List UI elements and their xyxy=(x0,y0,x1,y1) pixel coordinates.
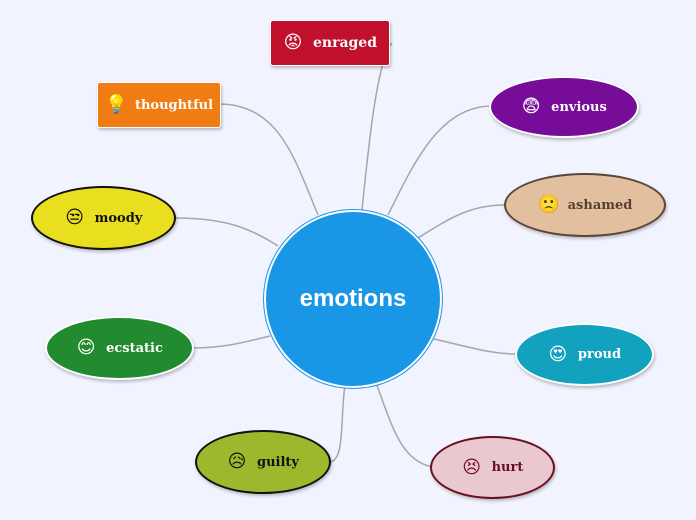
node-guilty[interactable]: 😥 guilty xyxy=(195,430,331,494)
node-label: proud xyxy=(577,347,622,362)
connector-guilty xyxy=(329,384,346,463)
node-ashamed[interactable]: 🙁 ashamed xyxy=(504,173,666,237)
sad-relieved-face-icon: 😥 xyxy=(227,451,247,472)
central-topic[interactable]: emotions xyxy=(264,210,442,388)
node-envious[interactable]: 😨 envious xyxy=(489,76,639,138)
node-label: hurt xyxy=(491,460,524,475)
connector-enraged xyxy=(361,42,393,211)
node-label: thoughtful xyxy=(134,97,214,113)
node-hurt[interactable]: 😣 hurt xyxy=(430,436,555,499)
node-label: ashamed xyxy=(567,197,633,213)
node-ecstatic[interactable]: 😊 ecstatic xyxy=(45,316,194,380)
node-moody[interactable]: 😒 moody xyxy=(31,186,176,250)
frowning-face-icon: 🙁 xyxy=(537,194,561,215)
node-label: enraged xyxy=(312,35,378,51)
node-proud[interactable]: 😍 proud xyxy=(515,323,654,386)
angry-face-icon: 😡 xyxy=(283,32,303,53)
connector-envious xyxy=(387,105,491,216)
connector-ashamed xyxy=(417,204,506,239)
smiling-face-icon: 😊 xyxy=(76,337,96,358)
unamused-face-icon: 😒 xyxy=(65,207,84,228)
node-label: ecstatic xyxy=(106,340,163,356)
connector-hurt xyxy=(375,382,433,468)
node-enraged[interactable]: 😡 enraged xyxy=(270,20,390,66)
central-topic-label: emotions xyxy=(299,285,407,312)
fearful-face-icon: 😨 xyxy=(521,96,541,117)
heart-eyes-face-icon: 😍 xyxy=(548,343,568,365)
connector-ecstatic xyxy=(191,335,271,349)
node-label: guilty xyxy=(257,454,299,470)
connector-moody xyxy=(174,217,279,247)
connector-proud xyxy=(429,337,517,355)
node-label: envious xyxy=(551,99,607,115)
node-label: moody xyxy=(94,210,143,226)
light-bulb-icon: 💡 xyxy=(104,94,128,115)
connector-thoughtful xyxy=(219,103,319,216)
node-thoughtful[interactable]: 💡 thoughtful xyxy=(97,82,221,128)
persevering-face-icon: 😣 xyxy=(462,456,481,478)
